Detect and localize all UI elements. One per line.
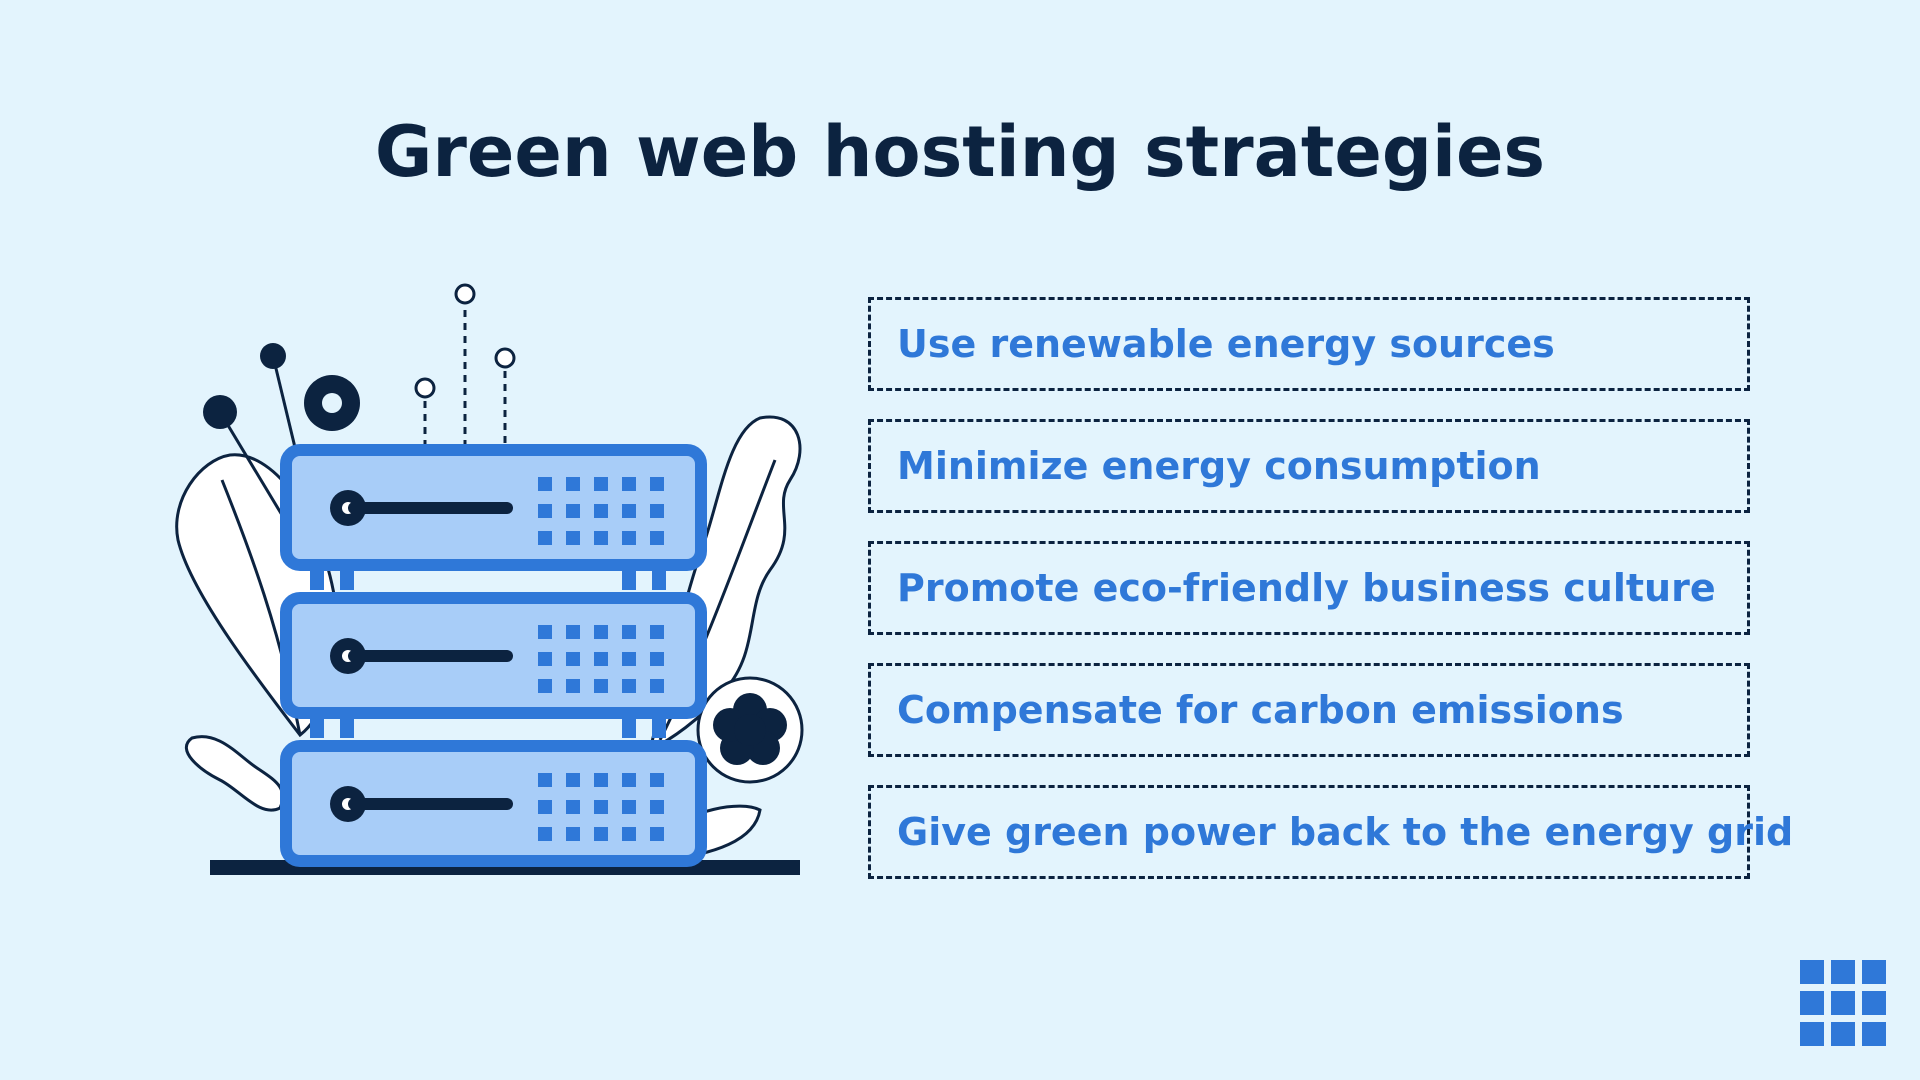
antenna-dot-icon bbox=[203, 395, 237, 429]
leaf-small-icon bbox=[184, 735, 285, 812]
strategy-item: Use renewable energy sources bbox=[868, 297, 1750, 391]
server-illustration bbox=[175, 283, 804, 875]
strategy-item: Compensate for carbon emissions bbox=[868, 663, 1750, 757]
strategy-list: Use renewable energy sources Minimize en… bbox=[868, 297, 1793, 907]
strategy-item: Promote eco-friendly business culture bbox=[868, 541, 1750, 635]
grid-logo-icon bbox=[1800, 960, 1886, 1046]
server-unit bbox=[280, 592, 707, 719]
server-unit bbox=[280, 740, 707, 867]
strategy-item: Minimize energy consumption bbox=[868, 419, 1750, 513]
strategy-item: Give green power back to the energy grid bbox=[868, 785, 1793, 879]
server-unit bbox=[280, 444, 707, 571]
page-title: Green web hosting strategies bbox=[374, 111, 1546, 193]
